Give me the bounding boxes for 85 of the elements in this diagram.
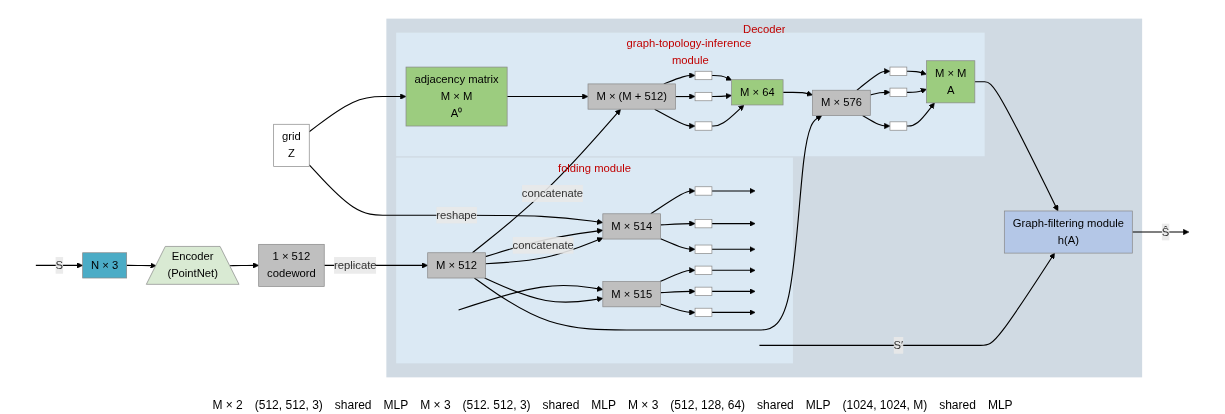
node-box: M × 512 bbox=[427, 252, 486, 279]
note-label: shared bbox=[542, 398, 580, 412]
node-bar bbox=[694, 286, 713, 296]
arrow bbox=[473, 115, 823, 331]
note-label: MLP bbox=[987, 398, 1013, 412]
node-box: M × (M + 512) bbox=[587, 83, 676, 110]
arrow bbox=[660, 303, 696, 316]
arrow bbox=[659, 267, 696, 283]
node-box: M × 64 bbox=[731, 79, 784, 106]
arrow bbox=[126, 262, 157, 269]
arrow bbox=[758, 252, 1055, 346]
note-label: MLP bbox=[805, 398, 831, 412]
arrow bbox=[711, 267, 756, 274]
note-label: (512, 512, 3) bbox=[254, 398, 323, 412]
arrow bbox=[711, 187, 756, 195]
arrow bbox=[650, 187, 696, 215]
node-bar bbox=[694, 121, 713, 131]
arrow bbox=[485, 227, 604, 258]
arrow bbox=[485, 237, 604, 265]
node-bar bbox=[694, 219, 713, 229]
note-label: shared bbox=[939, 398, 976, 412]
arrow bbox=[308, 93, 407, 133]
node-box: M × M A bbox=[926, 60, 976, 104]
arrow bbox=[711, 220, 756, 227]
edge-label: concatenate bbox=[512, 239, 574, 251]
node-bar bbox=[694, 244, 713, 254]
node-box: M × 514 bbox=[602, 213, 662, 240]
edge-label: replicate bbox=[334, 259, 377, 272]
arrow bbox=[974, 81, 1059, 212]
arrow bbox=[1131, 228, 1190, 236]
edge-label: S′ bbox=[893, 339, 904, 352]
node-bar bbox=[694, 70, 713, 81]
arrow bbox=[506, 93, 589, 100]
arrow bbox=[711, 246, 756, 253]
arrow bbox=[674, 93, 696, 100]
arrow bbox=[660, 288, 696, 295]
node-bar bbox=[694, 265, 713, 275]
note-label: (512. 512, 3) bbox=[462, 398, 531, 412]
note-label: M × 3 bbox=[420, 398, 451, 412]
node-bar bbox=[889, 87, 908, 97]
arrow bbox=[711, 104, 745, 127]
arrow bbox=[458, 284, 604, 311]
arrow bbox=[711, 309, 756, 316]
note-label: MLP bbox=[591, 398, 616, 412]
arrow bbox=[484, 277, 604, 303]
node-box: N × 3 bbox=[82, 252, 128, 279]
node-box: adjacency matrix M × M A⁰ bbox=[405, 66, 508, 127]
note-label: MLP bbox=[383, 398, 409, 412]
note-label: (512, 128, 64) bbox=[670, 398, 746, 412]
arrow bbox=[35, 262, 84, 269]
node-box: 1 × 512 codeword bbox=[258, 244, 325, 287]
arrow bbox=[906, 69, 927, 76]
node-box: M × 576 bbox=[812, 89, 871, 116]
node-bar bbox=[694, 186, 713, 196]
edge-label: reshape bbox=[436, 208, 477, 221]
arrow bbox=[471, 108, 622, 254]
note-label: M × 2 bbox=[212, 398, 243, 412]
edge-label: concatenate bbox=[521, 187, 584, 200]
node-box: grid Z bbox=[273, 123, 310, 167]
arrow bbox=[660, 220, 696, 227]
arrow bbox=[660, 238, 696, 253]
arrow bbox=[856, 68, 891, 91]
arrow bbox=[229, 262, 260, 269]
arrow bbox=[711, 92, 732, 100]
note-label: (1024, 1024, M) bbox=[842, 398, 928, 412]
arrow bbox=[869, 89, 891, 96]
note-label: shared bbox=[334, 398, 372, 412]
node-box: Graph-filtering module h(A) bbox=[1004, 210, 1133, 254]
arrow bbox=[711, 74, 732, 81]
note-label: M × 3 bbox=[628, 398, 659, 412]
node-box: M × 515 bbox=[602, 281, 662, 308]
node-bar bbox=[694, 307, 713, 317]
arrow bbox=[308, 164, 604, 225]
arrow bbox=[862, 114, 891, 130]
edge-label: Ŝ bbox=[1161, 225, 1170, 238]
arrow bbox=[906, 102, 935, 127]
node-bar bbox=[889, 66, 908, 76]
arrow bbox=[782, 90, 813, 97]
note-label: shared bbox=[757, 398, 794, 412]
arrow bbox=[654, 108, 696, 130]
node-bar bbox=[889, 121, 908, 131]
arrow bbox=[906, 88, 927, 94]
edge-label: S bbox=[55, 259, 64, 272]
arrow bbox=[711, 288, 756, 295]
node-bar bbox=[694, 92, 713, 102]
